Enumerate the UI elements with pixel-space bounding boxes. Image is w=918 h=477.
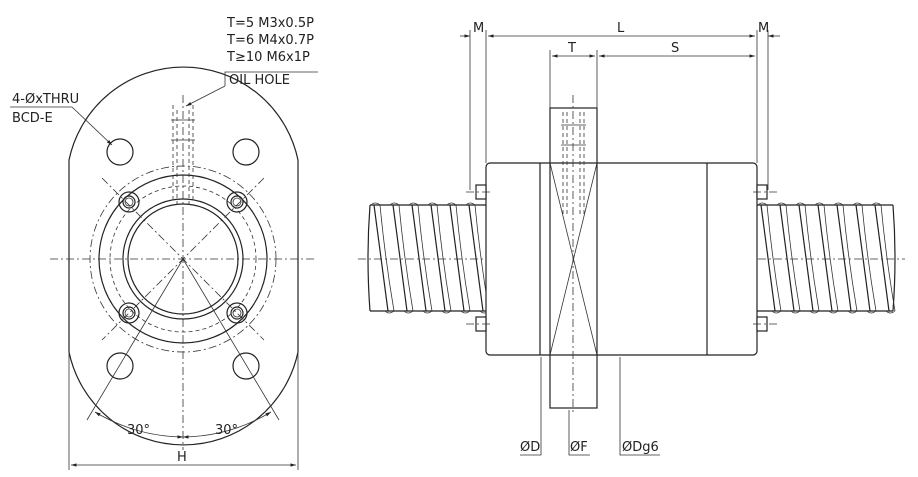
end-bolt-top-left [466, 184, 490, 200]
angle-arc-left [94, 411, 184, 439]
tapped-hole-4 [226, 302, 248, 324]
end-bolt-top-right [753, 184, 777, 200]
tapped-hole-2 [226, 191, 248, 213]
bore-circle [127, 203, 239, 315]
nut-body [485, 162, 758, 356]
d-label: ØD [520, 440, 540, 455]
tapped-hole-3 [118, 302, 140, 324]
width-label: H [177, 450, 187, 465]
d-leader [520, 357, 542, 456]
bolt-circle [89, 165, 277, 353]
screw-shaft-right [757, 202, 896, 314]
tap-spec-3: T≥10 M6x1P [226, 50, 310, 65]
tap-spec-2: T=6 M4x0.7P [226, 33, 314, 48]
end-bolt-bottom-left [466, 316, 490, 332]
oil-hole-hidden [171, 105, 195, 205]
inner-dashed-circle [109, 185, 257, 333]
front-view: T=5 M3x0.5P T=6 M4x0.7P T≥10 M6x1P OIL H… [10, 16, 318, 470]
through-hole-bottom-right [232, 352, 260, 380]
s-label: S [671, 41, 679, 56]
flange-oil-hole [561, 112, 586, 215]
length-label: L [617, 21, 625, 36]
screw-shaft-left [367, 202, 490, 314]
flange-outline [68, 66, 299, 446]
tap-spec-1: T=5 M3x0.5P [226, 16, 314, 31]
m-left-label: M [473, 21, 484, 36]
through-hole-bottom-left [106, 352, 134, 380]
oil-hole-leader [224, 71, 318, 86]
dg6-leader [619, 357, 660, 456]
oil-hole-label: OIL HOLE [229, 73, 290, 88]
bore-outer-circle [122, 198, 244, 320]
dg6-label: ØDg6 [622, 440, 659, 455]
angle-label-right: 30° [215, 423, 238, 438]
f-label: ØF [570, 440, 588, 455]
through-hole-top-left [106, 138, 134, 166]
side-view: M L M T S ØD ØF ØDg6 [358, 21, 905, 456]
through-hole-top-right [232, 138, 260, 166]
bcd-label: BCD-E [12, 111, 53, 126]
f-leader [568, 410, 590, 456]
nut-body-circle [98, 174, 268, 344]
angle-arc-right [182, 411, 272, 439]
holes-label: 4-ØxTHRU [12, 92, 79, 107]
end-bolt-bottom-right [753, 316, 777, 332]
angle-label-left: 30° [127, 423, 150, 438]
tapped-hole-1 [118, 191, 140, 213]
m-right-label: M [758, 21, 769, 36]
t-label: T [567, 41, 576, 56]
